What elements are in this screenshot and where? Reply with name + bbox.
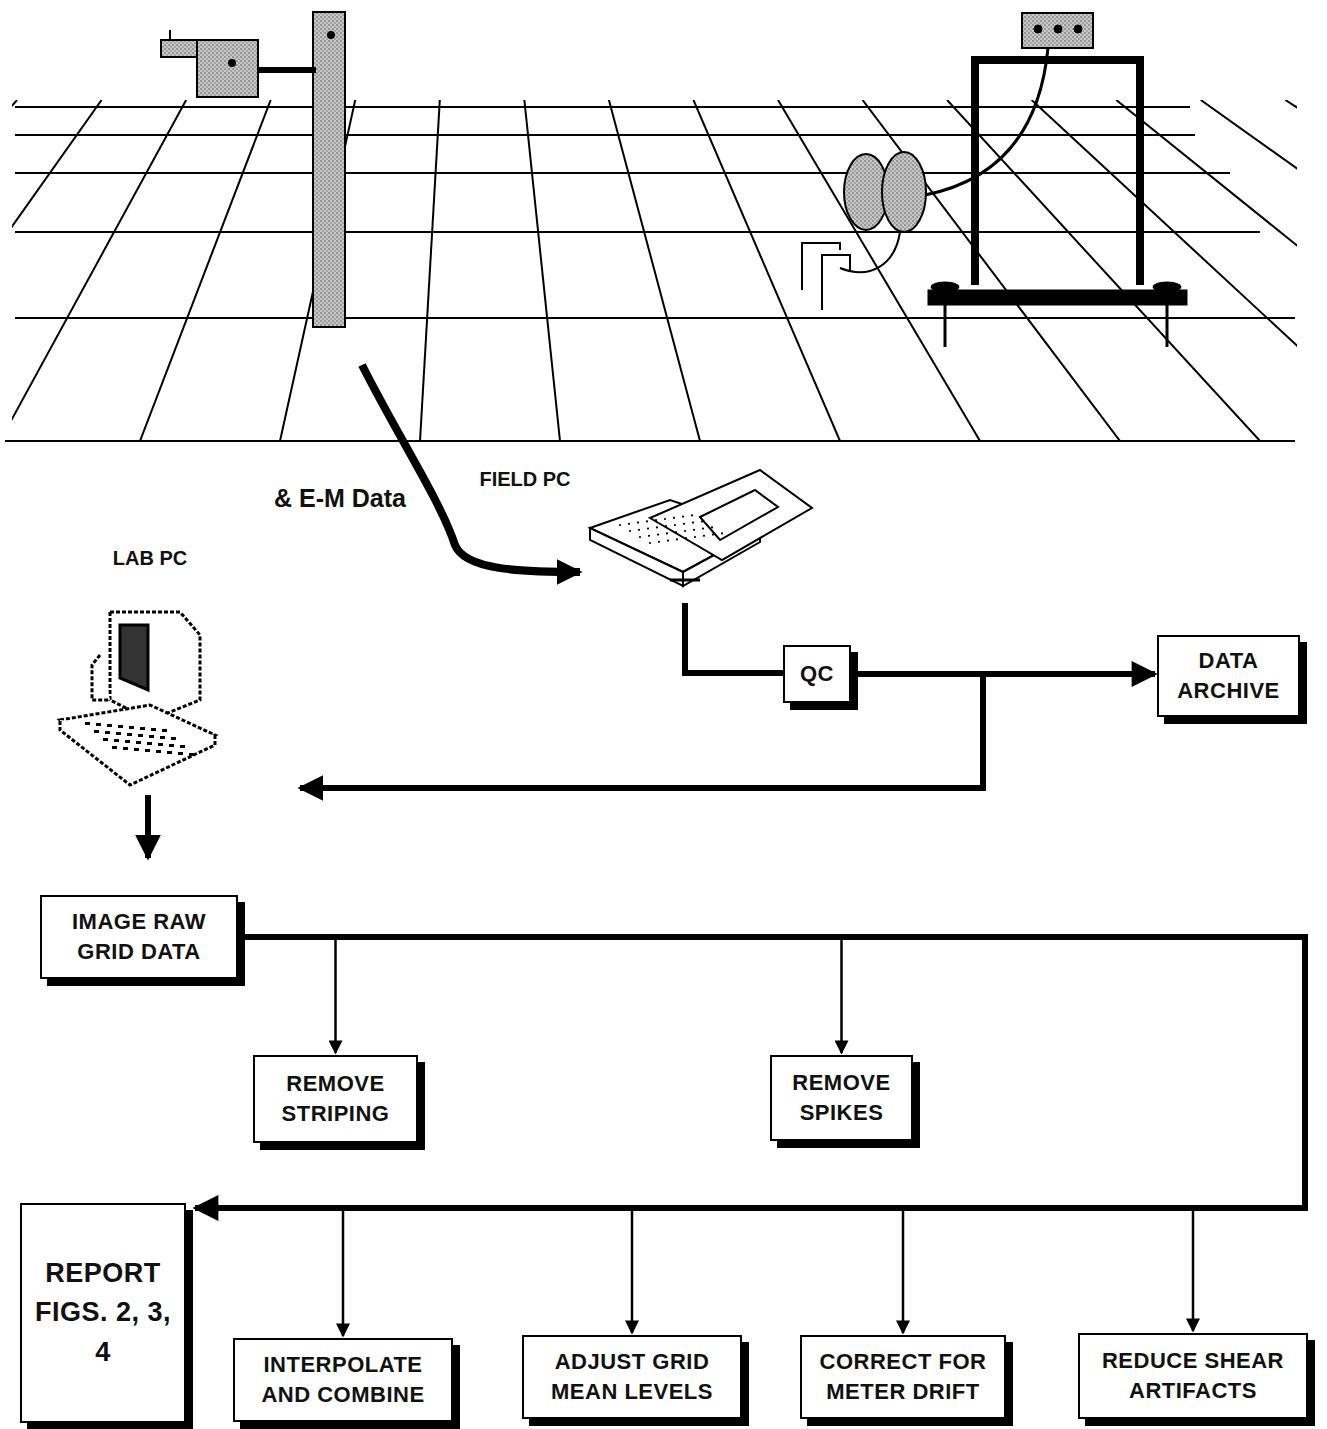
- box-text: REMOVE SPIKES: [782, 1068, 901, 1127]
- box-text: REPORT FIGS. 2, 3, 4: [32, 1254, 174, 1371]
- box-text: REDUCE SHEAR ARTIFACTS: [1090, 1346, 1296, 1405]
- flow-arrow: [858, 671, 1155, 677]
- flow-arrow: [245, 937, 842, 1053]
- laptop-keys: [619, 514, 723, 544]
- box-text: REMOVE STRIPING: [265, 1069, 406, 1128]
- caption-label: & E-M Data: [270, 482, 410, 515]
- box-text: DATA ARCHIVE: [1169, 646, 1288, 705]
- archive-box: DATA ARCHIVE: [1157, 635, 1300, 717]
- box-text: QC: [800, 659, 834, 689]
- process-box: ADJUST GRID MEAN LEVELS: [522, 1335, 742, 1419]
- caption-label: FIELD PC: [445, 466, 605, 492]
- lab-computer: [60, 612, 215, 785]
- flow-arrow: [245, 937, 1305, 1336]
- process-box: IMAGE RAW GRID DATA: [40, 895, 238, 979]
- qc-box: QC: [783, 645, 851, 703]
- field-pc-line: [685, 603, 783, 673]
- lab-pc-line: [300, 676, 983, 788]
- grid-rows: [5, 107, 1295, 441]
- field-laptop: [590, 470, 812, 586]
- process-box: INTERPOLATE AND COMBINE: [233, 1338, 453, 1422]
- flow-arrow: [195, 937, 1305, 1208]
- flow-arrow: [245, 937, 1305, 1333]
- keyboard-keys: [85, 722, 194, 756]
- magnetometer-pole: [161, 12, 345, 327]
- process-box: CORRECT FOR METER DRIFT: [800, 1335, 1006, 1419]
- process-box: REMOVE STRIPING: [253, 1055, 418, 1143]
- caption-label: LAB PC: [80, 545, 220, 571]
- em-instrument-frame: [802, 13, 1187, 347]
- process-box: REDUCE SHEAR ARTIFACTS: [1078, 1333, 1308, 1419]
- box-text: IMAGE RAW GRID DATA: [52, 907, 226, 966]
- survey-grid: [12, 100, 1297, 441]
- box-text: CORRECT FOR METER DRIFT: [812, 1347, 994, 1406]
- report-box: REPORT FIGS. 2, 3, 4: [20, 1203, 186, 1423]
- box-text: INTERPOLATE AND COMBINE: [245, 1350, 441, 1409]
- flow-arrow: [245, 937, 336, 1053]
- lab-pc-arrow: [145, 795, 151, 858]
- process-box: REMOVE SPIKES: [770, 1055, 913, 1141]
- flow-arrow: [245, 937, 1305, 1331]
- flow-arrow: [245, 937, 1305, 1333]
- box-text: ADJUST GRID MEAN LEVELS: [534, 1347, 730, 1406]
